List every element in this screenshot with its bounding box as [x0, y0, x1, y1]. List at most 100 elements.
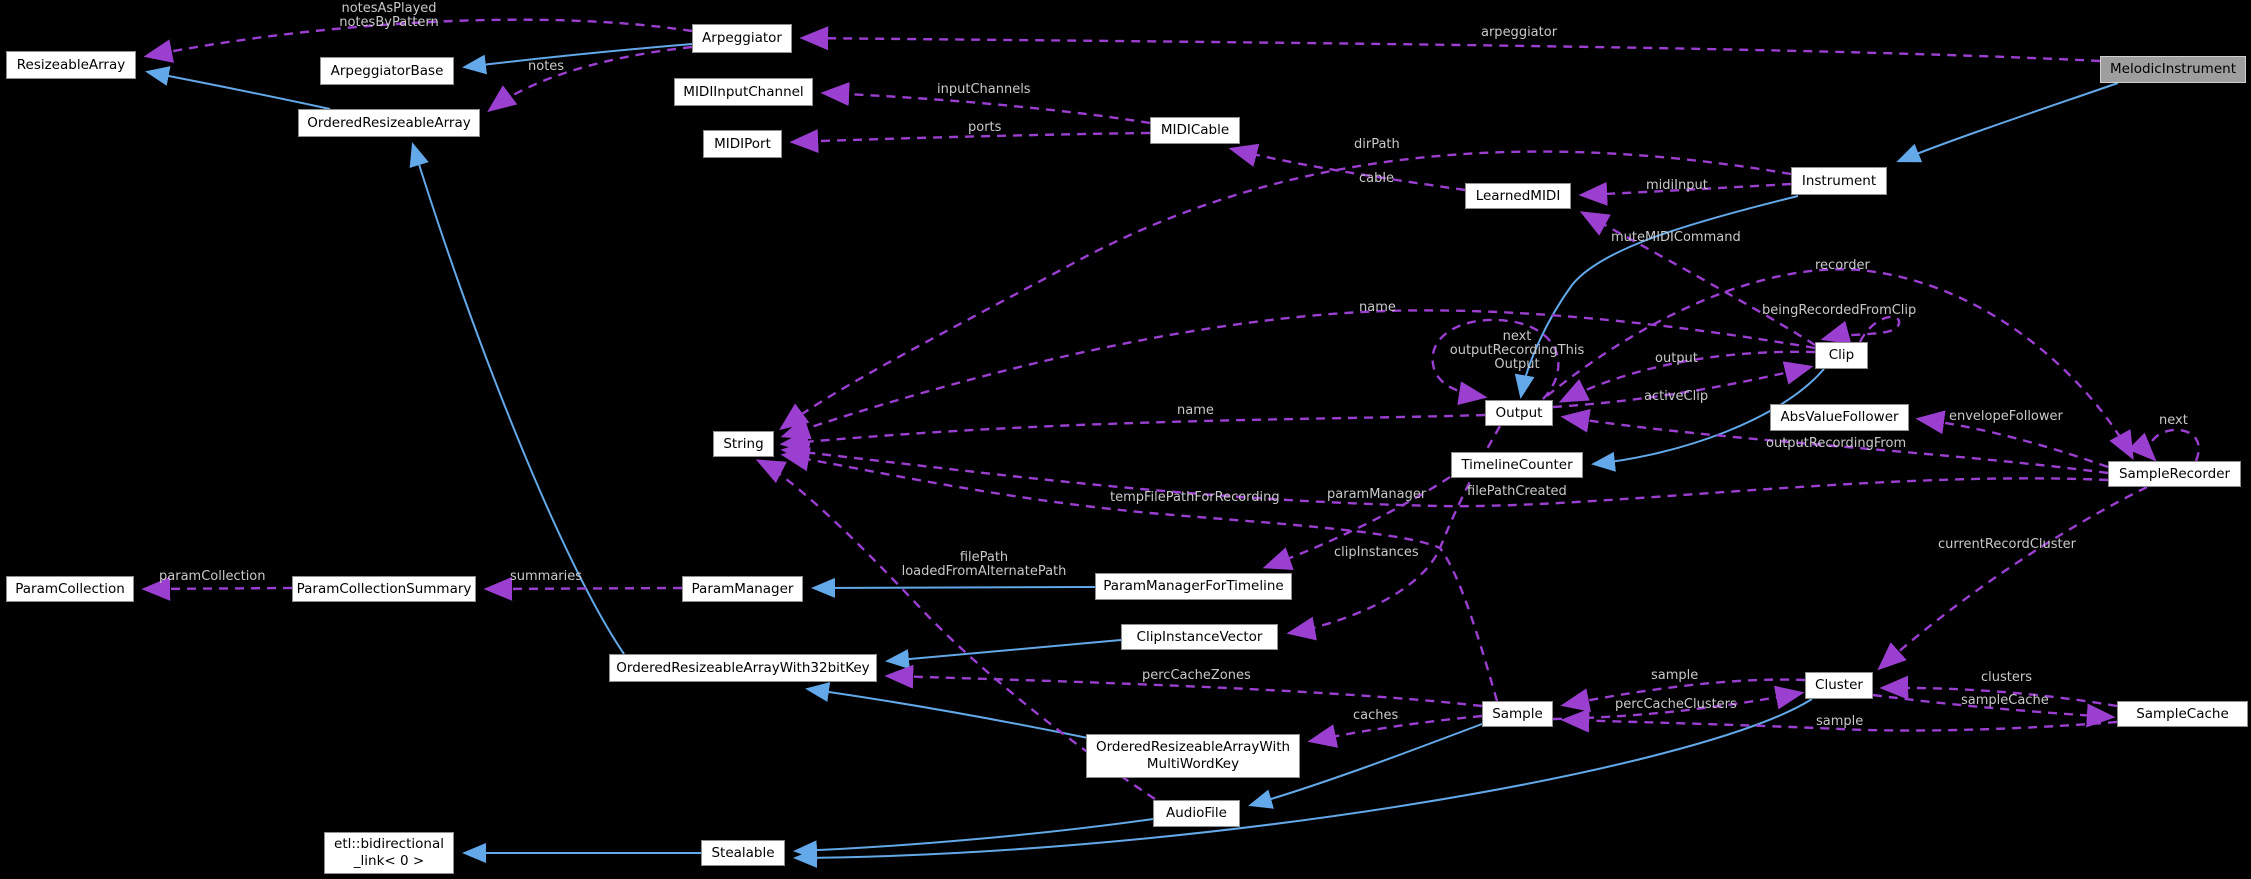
- node-label: etl::bidirectional _link< 0 >: [334, 836, 444, 869]
- edge-label-next-output-recording-this-output: next outputRecordingThis Output: [1449, 329, 1585, 372]
- edge-instrument-string-dirpath: [779, 150, 1792, 431]
- edge-audiofile-string-filepath: [755, 459, 1156, 801]
- node-label: MIDIInputChannel: [683, 83, 804, 100]
- edge-clipinstancevector-orderedresizeablearraywith32bitkey: [885, 639, 1122, 670]
- node-learned-midi[interactable]: LearnedMIDI: [1465, 183, 1571, 209]
- edge-sample-string-tempfilepathforrecording: [780, 447, 1499, 702]
- edge-label-input-channels: inputChannels: [937, 82, 1031, 97]
- edge-clip-string-name: [780, 309, 1816, 440]
- node-output[interactable]: Output: [1485, 400, 1553, 426]
- edge-cluster-samplecache: [1872, 693, 2116, 728]
- node-label: OrderedResizeableArrayWith32bitKey: [616, 659, 870, 676]
- edge-samplerecorder-output-outputrecordingfrom: [1560, 408, 2109, 475]
- node-clip[interactable]: Clip: [1815, 342, 1868, 369]
- edge-learnedmidi-midicable: [1228, 143, 1466, 192]
- node-sample-recorder[interactable]: SampleRecorder: [2108, 461, 2241, 487]
- node-ordered-resizeable-array[interactable]: OrderedResizeableArray: [298, 109, 480, 137]
- node-label: LearnedMIDI: [1475, 187, 1561, 204]
- edge-arpeggiator-orderedresizeablearray: [487, 45, 693, 113]
- node-label: Sample: [1492, 705, 1543, 722]
- edge-clip-timelinecounter: [1591, 368, 1825, 472]
- edge-label-perc-cache-clusters: percCacheClusters: [1615, 697, 1737, 712]
- edge-label-sample-cache: sampleCache: [1961, 693, 2049, 708]
- node-label: MIDIPort: [714, 135, 771, 152]
- node-etl-bidirectional-link[interactable]: etl::bidirectional _link< 0 >: [324, 832, 454, 874]
- edge-label-name-output: name: [1177, 403, 1214, 418]
- node-clip-instance-vector[interactable]: ClipInstanceVector: [1121, 624, 1278, 650]
- node-label: AbsValueFollower: [1780, 409, 1899, 426]
- edge-clip-clip-beingrecordedfromclip: [1820, 315, 1901, 345]
- edge-melodicinstrument-instrument: [1896, 82, 2119, 163]
- node-label: OrderedResizeableArray: [307, 114, 471, 131]
- node-sample[interactable]: Sample: [1482, 701, 1553, 727]
- node-param-manager-for-timeline[interactable]: ParamManagerForTimeline: [1095, 573, 1292, 600]
- node-label: ParamCollectionSummary: [296, 580, 472, 597]
- node-label: ParamCollection: [15, 580, 125, 597]
- edge-label-being-recorded-from-clip: beingRecordedFromClip: [1762, 303, 1917, 318]
- edge-label-caches: caches: [1353, 708, 1399, 723]
- edge-cluster-sample: [1560, 678, 1806, 712]
- node-cluster[interactable]: Cluster: [1805, 672, 1873, 699]
- edge-label-active-clip: activeClip: [1644, 389, 1709, 404]
- edge-label-param-collection: paramCollection: [159, 569, 266, 584]
- edge-samplerecorder-absvaluefollower: [1915, 410, 2109, 469]
- node-midi-port[interactable]: MIDIPort: [703, 130, 782, 158]
- edge-parammanagerfortimeline-parammanager: [811, 577, 1096, 598]
- node-melodic-instrument[interactable]: MelodicInstrument: [2100, 56, 2246, 83]
- edge-orderedresizeablearray-resizeablearray: [145, 66, 331, 110]
- edge-instrument-output: [1514, 195, 1799, 399]
- node-resizeable-array[interactable]: ResizeableArray: [6, 51, 136, 79]
- edge-samplecache-sample: [1560, 708, 2118, 733]
- node-label: MelodicInstrument: [2110, 61, 2236, 78]
- node-label: AudioFile: [1166, 805, 1227, 822]
- node-midi-input-channel[interactable]: MIDIInputChannel: [674, 78, 813, 106]
- node-sample-cache[interactable]: SampleCache: [2117, 701, 2248, 727]
- node-ordered-resizeable-array-with-multi-word-key[interactable]: OrderedResizeableArrayWith MultiWordKey: [1086, 734, 1300, 778]
- edge-label-arpeggiator: arpeggiator: [1481, 25, 1558, 40]
- edge-sample-orderedresizeablearraywithmultiwordkey: [1307, 714, 1483, 748]
- edge-orderedresizeablearraywithmultiwordkey-orderedresizeablearraywith32bitkey: [805, 682, 1089, 739]
- edge-label-perc-cache-zones: percCacheZones: [1142, 668, 1251, 683]
- edge-label-clusters: clusters: [1981, 670, 2032, 685]
- edge-clip-output-output: [1558, 350, 1816, 403]
- node-instrument[interactable]: Instrument: [1791, 167, 1887, 195]
- edge-label-envelope-follower: envelopeFollower: [1949, 409, 2063, 424]
- edge-label-notes: notes: [528, 59, 565, 74]
- node-ordered-resizeable-array-with-32bit-key[interactable]: OrderedResizeableArrayWith32bitKey: [609, 654, 877, 682]
- edge-label-param-manager: paramManager: [1327, 487, 1427, 502]
- edge-output-string-name: [779, 413, 1486, 454]
- node-arpeggiator[interactable]: Arpeggiator: [692, 24, 792, 53]
- edge-arpeggiator-arpeggiatorbase: [462, 43, 693, 75]
- edge-samplerecorder-cluster-currentrecordcluster: [1877, 485, 2148, 671]
- edge-label-next-sample-recorder: next: [2159, 413, 2188, 428]
- edge-orderedresizeablearraywith32bitkey-orderedresizeablearray: [409, 142, 625, 655]
- node-label: ParamManagerForTimeline: [1103, 578, 1284, 595]
- node-abs-value-follower[interactable]: AbsValueFollower: [1770, 404, 1909, 431]
- node-label: ClipInstanceVector: [1136, 628, 1263, 645]
- node-label: ResizeableArray: [16, 56, 126, 73]
- edge-paramcollectionsummary-paramcollection: [141, 576, 293, 601]
- node-param-collection[interactable]: ParamCollection: [6, 576, 134, 602]
- node-label: MIDICable: [1160, 122, 1230, 139]
- node-string[interactable]: String: [713, 431, 774, 457]
- edge-label-notes-as-played: notesAsPlayed notesByPattern: [339, 1, 439, 30]
- edge-label-temp-file-path-for-recording: tempFilePathForRecording: [1110, 490, 1280, 505]
- node-label: Output: [1495, 404, 1543, 421]
- node-timeline-counter[interactable]: TimelineCounter: [1451, 452, 1583, 478]
- node-label: String: [723, 435, 764, 452]
- edge-cluster-stealable: [793, 698, 1813, 868]
- node-audio-file[interactable]: AudioFile: [1153, 800, 1240, 827]
- edge-label-midi-input: midiInput: [1646, 178, 1708, 193]
- node-midi-cable[interactable]: MIDICable: [1150, 117, 1240, 144]
- node-stealable[interactable]: Stealable: [701, 840, 785, 866]
- edge-clip-learnedmidi-mutemidicommand: [1579, 211, 1816, 347]
- node-label: ArpeggiatorBase: [330, 62, 444, 79]
- node-arpeggiator-base[interactable]: ArpeggiatorBase: [320, 57, 454, 85]
- node-param-collection-summary[interactable]: ParamCollectionSummary: [292, 576, 476, 602]
- node-label: Instrument: [1801, 172, 1877, 189]
- node-param-manager[interactable]: ParamManager: [682, 576, 803, 602]
- edge-output-samplerecorder-recorder: [1546, 268, 2134, 461]
- node-label: Arpeggiator: [702, 30, 782, 47]
- node-label: SampleCache: [2136, 705, 2229, 722]
- edge-label-clip-instances: clipInstances: [1334, 545, 1419, 560]
